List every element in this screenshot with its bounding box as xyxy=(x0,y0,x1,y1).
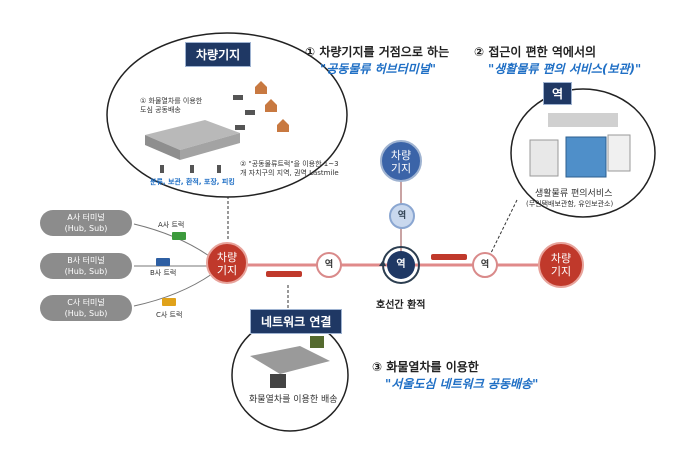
headline-2-line-2: "생활물류 편의 서비스(보관)" xyxy=(488,62,642,76)
headline-2-line-1: ② 접근이 편한 역에서의 xyxy=(474,45,597,59)
house-icon xyxy=(277,119,289,132)
robot-icon xyxy=(310,336,324,348)
station-platform-icon xyxy=(548,113,618,127)
terminal-a-sub: (Hub, Sub) xyxy=(64,224,108,233)
transfer-arrow-icon xyxy=(379,260,386,266)
truck-icon xyxy=(233,95,243,100)
headline-1-line-2: "공동물류 허브터미널" xyxy=(320,62,437,76)
station-caption: 생활물류 편의서비스 xyxy=(535,189,613,199)
truck-a-icon xyxy=(172,232,186,240)
depot-left-label: 차량기지 xyxy=(216,251,238,277)
network-caption: 화물열차를 이용한 배송 xyxy=(249,395,338,405)
worker-icon xyxy=(217,165,221,173)
locker-icon xyxy=(565,136,607,178)
house-icon xyxy=(255,81,267,94)
depot-note-1: ① 화물열차를 이용한 도심 공동배송 xyxy=(140,97,203,114)
train-icon xyxy=(266,271,302,277)
truck-icon xyxy=(235,125,245,130)
station-node-upper: 역 xyxy=(389,203,415,229)
depot-box-title: 차량기지 xyxy=(185,42,252,67)
station-subcaption: (무인택배보관함, 유인보관소) xyxy=(526,200,614,208)
terminal-b-sub: (Hub, Sub) xyxy=(64,267,108,276)
headline-3-line-1: ③ 화물열차를 이용한 xyxy=(372,360,479,374)
warehouse-icon xyxy=(145,120,240,150)
depot-right-label: 차량기지 xyxy=(550,252,572,278)
worker-icon xyxy=(190,165,194,173)
transfer-label: 호선간 환적 xyxy=(376,300,426,311)
locker-icon xyxy=(529,139,559,177)
terminal-c-name: C사 터미널 xyxy=(67,298,105,307)
house-icon xyxy=(265,99,277,112)
truck-a-label: A사 트럭 xyxy=(158,221,185,229)
parcel-icon xyxy=(270,374,286,388)
freight-train-icon xyxy=(250,346,330,374)
terminal-c: C사 터미널 (Hub, Sub) xyxy=(40,295,132,321)
station-node-2: 역 xyxy=(472,252,498,278)
transfer-station-node: 역 xyxy=(387,251,415,279)
depot-top-label: 차량기지 xyxy=(390,149,412,175)
depot-note-2: ② "공동물류트럭"을 이용한 1~3개 자치구의 지역, 권역 Lastmil… xyxy=(240,160,339,177)
worker-icon xyxy=(160,165,164,173)
terminal-a: A사 터미널 (Hub, Sub) xyxy=(40,210,132,236)
truck-b-label: B사 트럭 xyxy=(150,269,177,277)
depot-left-node: 차량기지 xyxy=(206,242,248,284)
depot-right-node: 차량기지 xyxy=(538,242,584,288)
train-icon xyxy=(431,254,467,260)
network-box-title: 네트워크 연결 xyxy=(250,309,343,334)
station-box-title: 역 xyxy=(543,82,573,105)
depot-top-node: 차량기지 xyxy=(380,140,422,182)
terminal-a-name: A사 터미널 xyxy=(67,213,105,222)
pointer-station xyxy=(489,199,518,256)
truck-c-icon xyxy=(162,298,176,306)
terminal-c-sub: (Hub, Sub) xyxy=(64,309,108,318)
truck-icon xyxy=(245,110,255,115)
depot-bubble xyxy=(106,32,348,198)
terminal-b: B사 터미널 (Hub, Sub) xyxy=(40,253,132,279)
headline-3-line-2: "서울도심 네트워크 공동배송" xyxy=(385,377,539,391)
truck-b-icon xyxy=(156,258,170,266)
station-node-1: 역 xyxy=(316,252,342,278)
depot-tasks: 분류, 보관, 환적, 포장, 피킹 xyxy=(150,178,235,186)
headline-1-line-1: ① 차량기지를 거점으로 하는 xyxy=(305,45,450,59)
terminal-link-c xyxy=(133,273,213,307)
terminal-b-name: B사 터미널 xyxy=(67,256,105,265)
station-bubble xyxy=(510,88,656,218)
truck-c-label: C사 트럭 xyxy=(156,311,183,319)
